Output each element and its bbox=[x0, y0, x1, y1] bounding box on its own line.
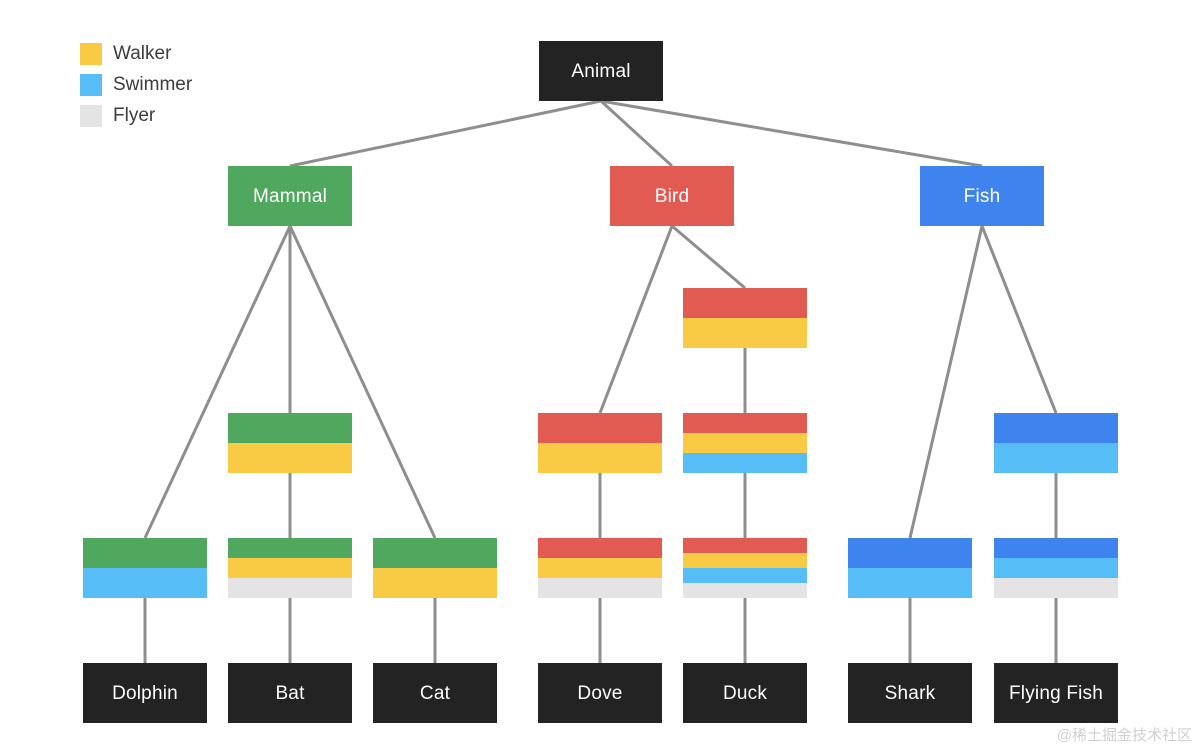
node-label: Shark bbox=[884, 682, 936, 704]
trait-stripe-0 bbox=[538, 413, 662, 443]
edge-fish-to-shark-mid bbox=[908, 225, 984, 539]
node-ffish-mid2[interactable] bbox=[994, 538, 1118, 598]
node-label: Dove bbox=[577, 682, 623, 704]
trait-stripe-0 bbox=[683, 413, 807, 433]
node-bat-mid2[interactable] bbox=[228, 538, 352, 598]
node-duck-mid3[interactable] bbox=[683, 538, 807, 598]
node-duck[interactable]: Duck bbox=[683, 663, 807, 723]
trait-stripe-1 bbox=[83, 568, 207, 598]
node-animal[interactable]: Animal bbox=[539, 41, 663, 101]
node-dolphin-mid[interactable] bbox=[83, 538, 207, 598]
trait-stripe-1 bbox=[538, 443, 662, 473]
node-label: Flying Fish bbox=[1008, 682, 1104, 704]
trait-stripe-1 bbox=[683, 553, 807, 568]
node-bat[interactable]: Bat bbox=[228, 663, 352, 723]
legend-item-flyer: Flyer bbox=[80, 100, 192, 131]
node-mammal[interactable]: Mammal bbox=[228, 166, 352, 226]
node-duck-mid2[interactable] bbox=[683, 413, 807, 473]
node-shark[interactable]: Shark bbox=[848, 663, 972, 723]
node-cat-mid[interactable] bbox=[373, 538, 497, 598]
trait-stripe-2 bbox=[683, 568, 807, 583]
trait-stripe-1 bbox=[994, 443, 1118, 473]
node-shark-mid[interactable] bbox=[848, 538, 972, 598]
edge-mammal-to-cat-mid bbox=[288, 225, 437, 539]
trait-stripe-2 bbox=[538, 578, 662, 598]
trait-stripe-0 bbox=[538, 538, 662, 558]
watermark: @稀土掘金技术社区 bbox=[1056, 727, 1192, 744]
trait-stripe-2 bbox=[994, 578, 1118, 598]
node-duck-mid[interactable] bbox=[683, 288, 807, 348]
trait-stripe-1 bbox=[373, 568, 497, 598]
node-label: Animal bbox=[571, 60, 631, 82]
node-flying-fish[interactable]: Flying Fish bbox=[994, 663, 1118, 723]
trait-stripe-0 bbox=[683, 288, 807, 318]
trait-stripe-1 bbox=[538, 558, 662, 578]
edge-fish-to-ffish-mid bbox=[980, 225, 1058, 414]
trait-stripe-0 bbox=[683, 538, 807, 553]
trait-stripe-0 bbox=[228, 538, 352, 558]
legend-label: Swimmer bbox=[113, 74, 193, 95]
node-bird[interactable]: Bird bbox=[610, 166, 734, 226]
node-label: Mammal bbox=[252, 185, 328, 207]
trait-stripe-1 bbox=[994, 558, 1118, 578]
node-label: Duck bbox=[722, 682, 768, 704]
legend-label: Walker bbox=[113, 43, 172, 64]
node-dove[interactable]: Dove bbox=[538, 663, 662, 723]
trait-stripe-0 bbox=[228, 413, 352, 443]
node-label: Bird bbox=[654, 185, 690, 207]
node-dove-mid[interactable] bbox=[538, 413, 662, 473]
edge-mammal-to-dolphin-mid bbox=[143, 225, 292, 539]
trait-stripe-0 bbox=[83, 538, 207, 568]
trait-stripe-0 bbox=[848, 538, 972, 568]
edge-animal-to-bird bbox=[599, 99, 674, 168]
legend-swatch-walker bbox=[80, 42, 102, 65]
edge-bird-to-dove-mid bbox=[598, 225, 674, 414]
edge-bird-to-duck-mid bbox=[671, 224, 746, 290]
legend-item-swimmer: Swimmer bbox=[80, 69, 192, 100]
trait-stripe-2 bbox=[683, 453, 807, 473]
node-dolphin[interactable]: Dolphin bbox=[83, 663, 207, 723]
legend-swatch-swimmer bbox=[80, 73, 102, 96]
node-label: Cat bbox=[419, 682, 451, 704]
node-ffish-mid[interactable] bbox=[994, 413, 1118, 473]
trait-stripe-2 bbox=[228, 578, 352, 598]
node-label: Fish bbox=[963, 185, 1001, 207]
edge-animal-to-fish bbox=[600, 99, 983, 168]
trait-stripe-0 bbox=[994, 413, 1118, 443]
trait-stripe-1 bbox=[683, 433, 807, 453]
trait-stripe-0 bbox=[994, 538, 1118, 558]
trait-stripe-0 bbox=[373, 538, 497, 568]
node-dove-mid2[interactable] bbox=[538, 538, 662, 598]
node-label: Bat bbox=[275, 682, 305, 704]
legend-swatch-flyer bbox=[80, 104, 102, 127]
node-fish[interactable]: Fish bbox=[920, 166, 1044, 226]
legend-item-walker: Walker bbox=[80, 38, 192, 69]
trait-stripe-1 bbox=[228, 558, 352, 578]
node-bat-mid[interactable] bbox=[228, 413, 352, 473]
node-cat[interactable]: Cat bbox=[373, 663, 497, 723]
node-label: Dolphin bbox=[112, 682, 178, 704]
legend-label: Flyer bbox=[113, 105, 156, 126]
trait-stripe-1 bbox=[848, 568, 972, 598]
trait-stripe-1 bbox=[228, 443, 352, 473]
trait-stripe-3 bbox=[683, 583, 807, 598]
edge-animal-to-mammal bbox=[289, 99, 602, 168]
trait-stripe-1 bbox=[683, 318, 807, 348]
